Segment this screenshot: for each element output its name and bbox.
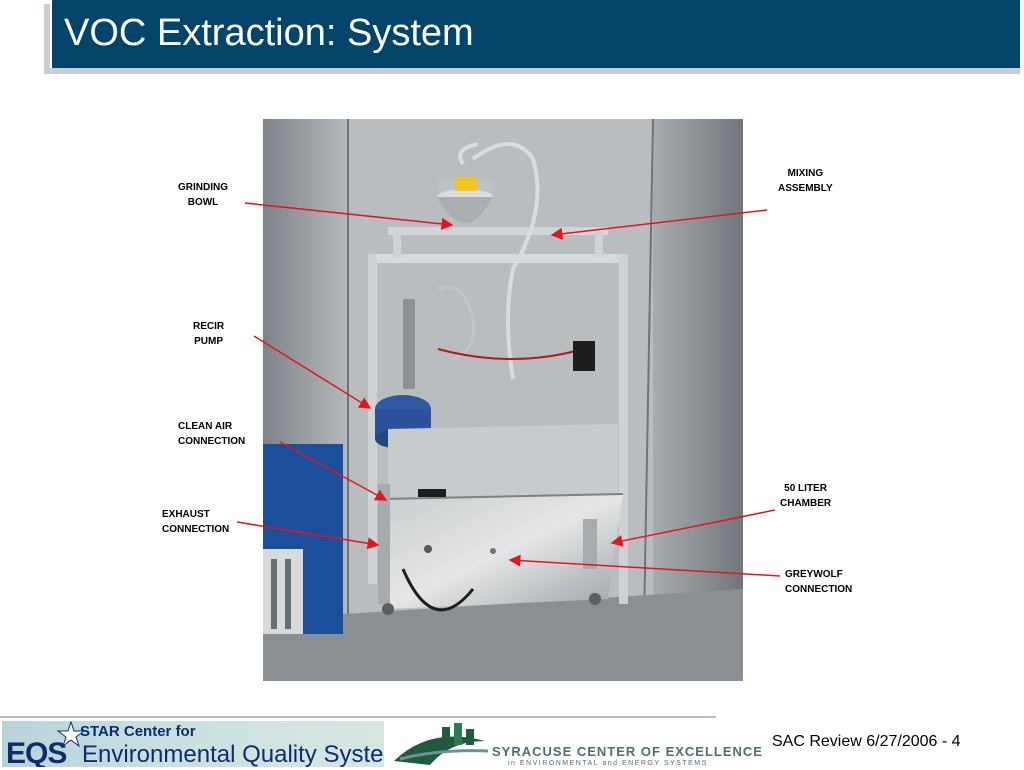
- label-clean-air-connection: CLEAN AIR CONNECTION: [178, 421, 246, 447]
- star-center-logo: STAR Center for EQS Environmental Qualit…: [2, 721, 384, 767]
- apparatus-photo-drawing: [263, 119, 743, 681]
- label-exhaust-connection: EXHAUST CONNECTION: [162, 509, 230, 535]
- label-grinding-bowl: GRINDING BOWL: [178, 182, 228, 208]
- syracuse-center-subtitle: in ENVIRONMENTAL and ENERGY SYSTEMS: [508, 760, 708, 767]
- syracuse-center-name: SYRACUSE CENTER OF EXCELLENCE: [492, 744, 763, 759]
- label-greywolf-connection: GREYWOLF CONNECTION: [785, 569, 853, 595]
- apparatus-photo: [263, 119, 743, 681]
- label-mixing-assembly: MIXING ASSEMBLY: [778, 168, 833, 194]
- title-bar: VOC Extraction: System: [50, 0, 1020, 68]
- syracuse-leaf-icon: [394, 723, 489, 765]
- star-center-eqs: EQS: [6, 737, 67, 767]
- star-icon: [56, 721, 86, 747]
- syracuse-center-logo: SYRACUSE CENTER OF EXCELLENCE in ENVIRON…: [388, 720, 762, 768]
- slide-footer: SAC Review 6/27/2006 - 4: [772, 733, 961, 750]
- slide-title: VOC Extraction: System: [64, 12, 474, 54]
- label-recir-pump: RECIR PUMP: [193, 321, 225, 347]
- star-center-heading: STAR Center for: [80, 723, 196, 740]
- star-center-name: Environmental Quality Systems: [82, 741, 384, 767]
- label-50-liter-chamber: 50 LITER CHAMBER: [780, 483, 832, 509]
- footer-logos: STAR Center for EQS Environmental Qualit…: [0, 716, 762, 770]
